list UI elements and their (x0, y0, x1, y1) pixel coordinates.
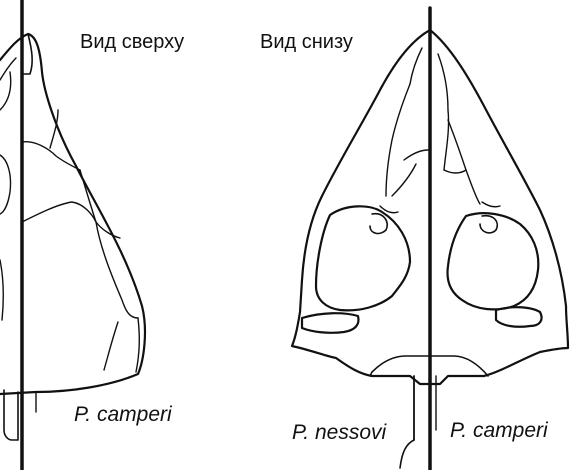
species-label-bottom-right: P. camperi (450, 420, 548, 441)
label-view-top: Вид сверху (80, 32, 184, 52)
skull-dorsal-view (0, 0, 145, 470)
species-label-bottom-left: P. nessovi (292, 422, 386, 443)
skull-ventral-view (292, 8, 568, 470)
species-label-top: P. camperi (74, 404, 172, 425)
label-view-bottom: Вид снизу (260, 32, 353, 52)
